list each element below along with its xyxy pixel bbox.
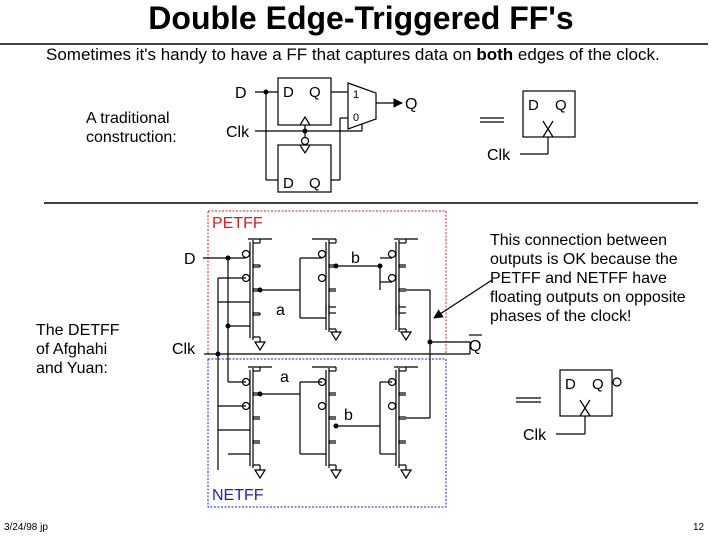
netff-box xyxy=(207,358,447,508)
pin-q-bottom: Q xyxy=(309,175,321,192)
footer-page-number: 12 xyxy=(693,522,705,533)
equiv2-label-clk: Clk xyxy=(523,427,547,444)
equiv-label-clk: Clk xyxy=(487,147,511,164)
equivalent-symbol-top xyxy=(480,90,576,155)
mux-input-0: 0 xyxy=(353,112,359,124)
footer-date: 3/24/98 jp xyxy=(4,522,48,533)
pin-d-top: D xyxy=(283,84,294,101)
petff-node-b: b xyxy=(351,250,360,267)
subtitle-pre: Sometimes it's handy to have a FF that c… xyxy=(46,45,477,64)
note-line-5: phases of the clock! xyxy=(490,308,632,325)
note-line-1: This connection between xyxy=(490,232,667,249)
junction xyxy=(257,287,263,293)
petff-box xyxy=(207,210,447,355)
junction xyxy=(427,339,433,345)
note-line-2: outputs is OK because the xyxy=(490,251,678,268)
pin-d-bottom: D xyxy=(283,175,294,192)
junction xyxy=(225,323,231,329)
mux xyxy=(347,82,377,130)
petff-label: PETFF xyxy=(212,215,263,232)
detff-label-line-3: and Yuan: xyxy=(36,360,108,377)
traditional-label-line-1: A traditional xyxy=(86,110,170,127)
netff-label: NETFF xyxy=(212,487,264,504)
junction xyxy=(333,263,339,269)
note-line-3: PETFF and NETFF have xyxy=(490,270,667,287)
traditional-label: A traditional construction: xyxy=(86,109,177,147)
note-arrow xyxy=(433,279,493,319)
detff-label-line-2: of Afghahi xyxy=(36,341,108,358)
traditional-label-line-2: construction: xyxy=(86,129,177,146)
detff-transistors xyxy=(203,238,471,480)
equiv-pin-d: D xyxy=(528,97,539,114)
junction xyxy=(333,423,339,429)
junction xyxy=(225,255,231,261)
petff-node-a: a xyxy=(276,302,285,319)
inverted-clock-bubble xyxy=(300,136,310,146)
equivalent-symbol-bottom xyxy=(516,369,622,435)
label-clk: Clk xyxy=(226,124,250,141)
pin-q-top: Q xyxy=(309,84,321,101)
detff-label-d: D xyxy=(184,251,196,268)
junction xyxy=(257,391,263,397)
netff-node-b: b xyxy=(344,407,353,424)
junction xyxy=(215,351,221,357)
traditional-circuit xyxy=(255,77,403,193)
detff-label-q-bar: Q xyxy=(469,338,481,355)
detff-label-line-1: The DETFF xyxy=(36,322,120,339)
note-line-4: floating outputs on opposite xyxy=(490,289,686,306)
detff-label-clk: Clk xyxy=(172,341,196,358)
equiv2-pin-q: Q xyxy=(592,376,604,393)
netff-node-a: a xyxy=(280,369,289,386)
equiv-pin-q: Q xyxy=(555,97,567,114)
connection-note: This connection between outputs is OK be… xyxy=(490,231,686,326)
junction xyxy=(302,128,308,134)
junction xyxy=(377,263,383,269)
label-d: D xyxy=(235,85,247,102)
label-q: Q xyxy=(405,96,417,113)
subtitle-bold: both xyxy=(476,45,514,64)
subtitle-post: edges of the clock. xyxy=(513,45,660,64)
detff-label: The DETFF of Afghahi and Yuan: xyxy=(36,321,120,378)
junction xyxy=(263,89,269,95)
page-title: Double Edge-Triggered FF's xyxy=(148,0,574,36)
equiv2-pin-d: D xyxy=(565,376,576,393)
subtitle: Sometimes it's handy to have a FF that c… xyxy=(46,46,660,63)
mux-input-1: 1 xyxy=(353,89,359,101)
